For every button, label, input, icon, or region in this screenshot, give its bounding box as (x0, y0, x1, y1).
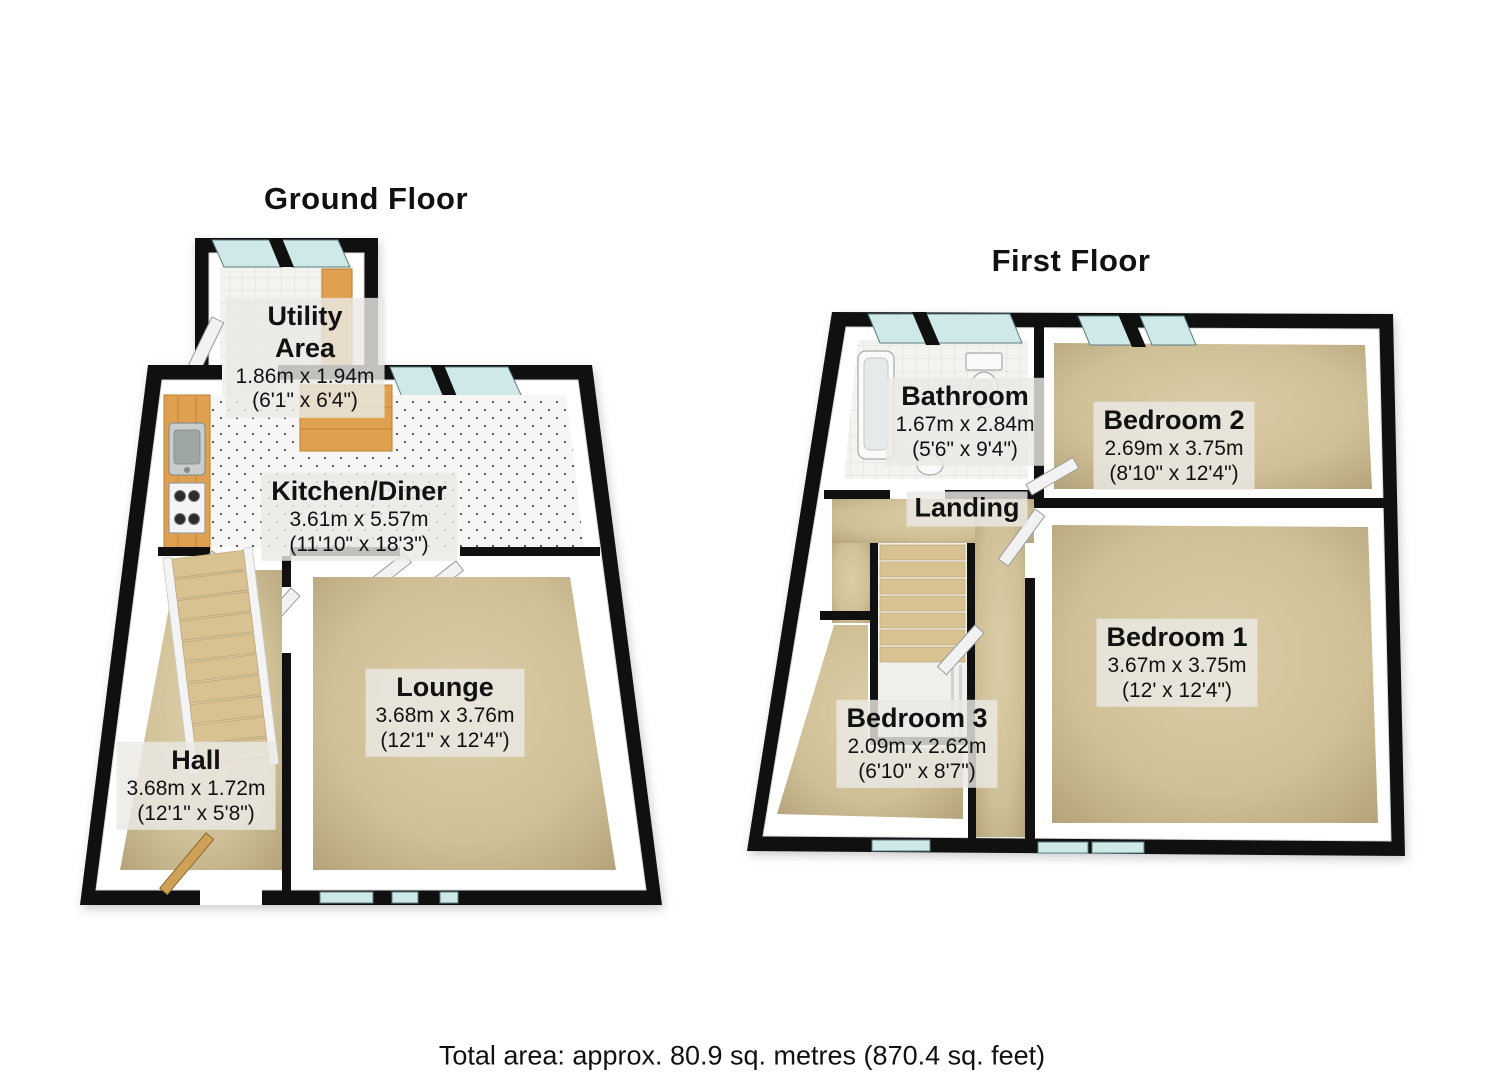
room-label-bedroom3: Bedroom 3 2.09m x 2.62m (6'10" x 8'7") (836, 699, 998, 789)
room-name: Utility Area (267, 300, 343, 363)
stove-icon (168, 482, 206, 534)
sink-icon (168, 422, 206, 476)
room-dimensions-metric: 3.68m x 1.72m (126, 776, 266, 800)
room-name: Lounge (396, 671, 494, 702)
front-doorway (200, 889, 262, 905)
first-floor-plan (747, 312, 1405, 856)
room-dimensions-imperial: (6'10" x 8'7") (858, 759, 976, 783)
room-label-bedroom2: Bedroom 2 2.69m x 3.75m (8'10" x 12'4") (1093, 401, 1255, 491)
window-mullion (430, 365, 458, 399)
room-label-bathroom: Bathroom 1.67m x 2.84m (5'6" x 9'4") (885, 377, 1045, 467)
bedroom3-top-wall (820, 611, 878, 620)
room-dimensions-metric: 1.86m x 1.94m (235, 364, 375, 388)
bedroom1-window (1091, 841, 1145, 854)
hall-lounge-wall (282, 556, 291, 893)
room-name: Kitchen/Diner (271, 475, 447, 506)
room-label-hall: Hall 3.68m x 1.72m (12'1" x 5'8") (116, 741, 276, 831)
bedroom2-door (1025, 456, 1080, 496)
first-floor-title: First Floor (991, 243, 1151, 278)
room-dimensions-metric: 2.69m x 3.75m (1104, 436, 1244, 460)
room-dimensions-metric: 2.09m x 2.62m (847, 734, 987, 758)
bedroom3-right-wall (968, 745, 976, 845)
lounge-window (439, 891, 459, 904)
bathtub-icon (857, 350, 895, 460)
room-dimensions-metric: 1.67m x 2.84m (895, 412, 1035, 436)
bedroom3-window (871, 839, 931, 852)
room-name: Bedroom 1 (1106, 621, 1248, 652)
room-name: Bathroom (901, 380, 1029, 411)
window-mullion (268, 238, 294, 267)
total-area-text: Total area: approx. 80.9 sq. metres (870… (438, 1040, 1046, 1071)
room-name: Bedroom 2 (1103, 404, 1245, 435)
room-dimensions-imperial: (11'10" x 18'3") (289, 532, 429, 556)
lounge-window (391, 891, 419, 904)
room-dimensions-imperial: (5'6" x 9'4") (912, 437, 1018, 461)
bedroom2-bottom-wall (1030, 498, 1393, 508)
bedroom1-window (1037, 841, 1089, 854)
front-door (159, 832, 215, 896)
room-dimensions-imperial: (12'1" x 12'4") (380, 728, 510, 752)
room-dimensions-imperial: (12'1" x 5'8") (137, 801, 255, 825)
room-dimensions-imperial: (6'1" x 6'4") (252, 389, 358, 413)
room-name: Hall (171, 744, 221, 775)
landing-floor (832, 543, 870, 623)
window-mullion (1118, 314, 1146, 347)
lounge-window (319, 891, 374, 904)
bedroom2-window (1139, 315, 1197, 346)
bathroom-window (923, 313, 1023, 344)
room-dimensions-metric: 3.68m x 3.76m (375, 703, 515, 727)
room-label-bedroom1: Bedroom 1 3.67m x 3.75m (12' x 12'4") (1096, 618, 1258, 708)
room-dimensions-metric: 3.61m x 5.57m (289, 507, 429, 531)
bathroom-bottom-wall (824, 490, 890, 499)
room-dimensions-imperial: (8'10" x 12'4") (1109, 461, 1239, 485)
room-label-lounge: Lounge 3.68m x 3.76m (12'1" x 12'4") (365, 668, 525, 758)
room-label-utility: Utility Area 1.86m x 1.94m (6'1" x 6'4") (225, 297, 385, 419)
room-dimensions-metric: 3.67m x 3.75m (1107, 653, 1247, 677)
room-label-kitchen: Kitchen/Diner 3.61m x 5.57m (11'10" x 18… (261, 472, 457, 562)
window-mullion (912, 312, 940, 345)
bedroom1-door (997, 508, 1046, 567)
ground-floor-title: Ground Floor (263, 181, 469, 216)
bedroom3-door (936, 624, 985, 676)
bedroom1-left-wall (1025, 578, 1035, 841)
room-dimensions-imperial: (12' x 12'4") (1121, 678, 1233, 702)
room-label-landing: Landing (906, 491, 1028, 527)
room-name: Bedroom 3 (846, 702, 988, 733)
room-name: Landing (914, 492, 1020, 523)
